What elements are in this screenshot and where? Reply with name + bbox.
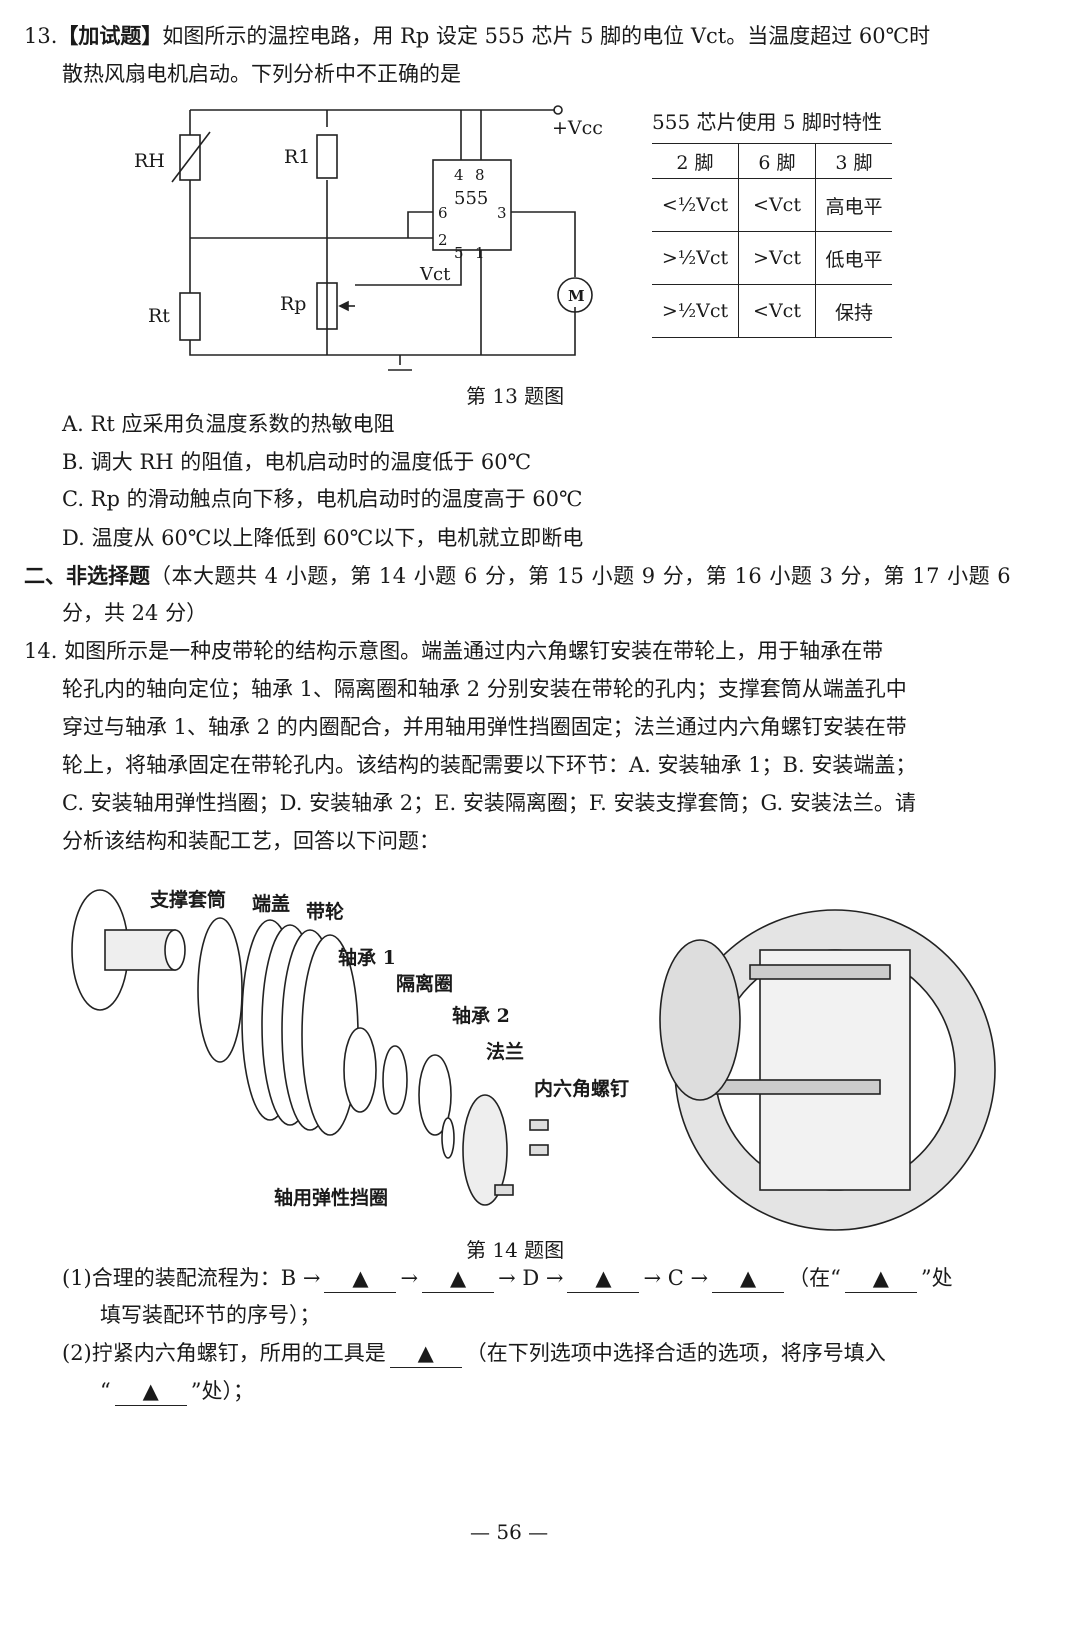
q13-line1: 13.【加试题】如图所示的温控电路，用 Rp 设定 555 芯片 5 脚的电位 … xyxy=(24,23,931,48)
sub-question-1: (1)合理的装配流程为：B →▲→▲→ D →▲→ C →▲（在“▲”处 xyxy=(62,1264,953,1293)
pin-label: 6 xyxy=(438,204,448,222)
answer-blank[interactable]: ▲ xyxy=(567,1264,640,1293)
table-cell: >½Vct xyxy=(652,284,739,338)
rp-label: Rp xyxy=(280,293,306,315)
pin-label: 2 xyxy=(438,231,448,249)
option-b: B. 调大 RH 的阻值，电机启动时的温度低于 60℃ xyxy=(62,450,532,474)
label-support-sleeve: 支撑套筒 xyxy=(149,888,226,911)
table-cell: 高电平 xyxy=(815,178,892,232)
option-c: C. Rp 的滑动触点向下移，电机启动时的温度高于 60℃ xyxy=(62,487,583,511)
vcc-label: +Vcc xyxy=(552,117,603,139)
table-cell: 保持 xyxy=(815,284,892,338)
page-number: — 56 — xyxy=(470,1520,549,1544)
label-flange: 法兰 xyxy=(486,1040,524,1063)
label-pulley: 带轮 xyxy=(306,900,344,923)
table-cell: <½Vct xyxy=(652,178,739,232)
label-bearing-2: 轴承 2 xyxy=(452,1004,510,1027)
answer-blank[interactable]: ▲ xyxy=(324,1264,397,1293)
table-cell: >Vct xyxy=(738,231,816,285)
table-cell: <Vct xyxy=(738,284,816,338)
sub-question-1-line2: 填写装配环节的序号）； xyxy=(100,1303,321,1327)
blank-example: ▲ xyxy=(114,1377,187,1406)
label-end-cap: 端盖 xyxy=(252,892,290,915)
section2-heading: 二、非选择题（本大题共 4 小题，第 14 小题 6 分，第 15 小题 9 分… xyxy=(24,563,1012,588)
vct-label: Vct xyxy=(419,264,451,285)
figure13-caption: 第 13 题图 xyxy=(466,384,565,408)
pin-label: 8 xyxy=(475,166,485,184)
pin-label: 1 xyxy=(475,244,485,262)
sub-question-2-line2: “▲”处）； xyxy=(100,1377,254,1406)
pin-label: 3 xyxy=(497,204,507,222)
q14-line: 轮孔内的轴向定位；轴承 1、隔离圈和轴承 2 分别安装在带轮的孔内；支撑套筒从端… xyxy=(62,677,907,701)
section2-line2: 分，共 24 分） xyxy=(62,601,208,625)
table-cell: 低电平 xyxy=(815,231,892,285)
q13-line2: 散热风扇电机启动。下列分析中不正确的是 xyxy=(62,62,461,86)
chip-label: 555 xyxy=(454,188,488,209)
q14-line: 14. 如图所示是一种皮带轮的结构示意图。端盖通过内六角螺钉安装在带轮上，用于轴… xyxy=(24,639,884,663)
table-cell: <Vct xyxy=(738,178,816,232)
sub-question-2: (2)拧紧内六角螺钉，所用的工具是▲（在下列选项中选择合适的选项，将序号填入 xyxy=(62,1339,886,1368)
pin-label: 5 xyxy=(454,244,464,262)
rh-label: RH xyxy=(134,150,165,172)
circuit-diagram: RH R1 Rt Rp +Vcc 555 4 8 6 2 3 5 1 Vct M xyxy=(134,105,603,371)
table-header: 2 脚 xyxy=(652,143,739,179)
table-header: 6 脚 xyxy=(738,143,816,179)
table-cell: >½Vct xyxy=(652,231,739,285)
answer-blank[interactable]: ▲ xyxy=(422,1264,495,1293)
q14-line: 轮上，将轴承固定在带轮孔内。该结构的装配需要以下环节：A. 安装轴承 1；B. … xyxy=(62,753,917,777)
option-d: D. 温度从 60℃以上降低到 60℃以下，电机就立即断电 xyxy=(62,526,584,550)
answer-blank[interactable]: ▲ xyxy=(712,1264,785,1293)
figure14-caption: 第 14 题图 xyxy=(466,1238,565,1262)
label-hex-screw: 内六角螺钉 xyxy=(534,1077,629,1100)
q14-line: 分析该结构和装配工艺，回答以下问题： xyxy=(62,829,440,853)
label-spacer: 隔离圈 xyxy=(396,972,453,995)
motor-icon: M xyxy=(568,287,585,305)
table-title: 555 芯片使用 5 脚时特性 xyxy=(652,110,882,134)
r1-label: R1 xyxy=(284,146,310,168)
rt-label: Rt xyxy=(148,305,170,327)
answer-blank[interactable]: ▲ xyxy=(389,1339,462,1368)
label-circlip: 轴用弹性挡圈 xyxy=(274,1186,388,1209)
pulley-figure: 支撑套筒 端盖 带轮 轴承 1 隔离圈 轴承 2 法兰 内六角螺钉 轴用弹性挡圈 xyxy=(71,888,996,1231)
q14-line: 穿过与轴承 1、轴承 2 的内圈配合，并用轴用弹性挡圈固定；法兰通过内六角螺钉安… xyxy=(62,715,907,739)
option-a: A. Rt 应采用负温度系数的热敏电阻 xyxy=(62,412,395,436)
q14-line: C. 安装轴用弹性挡圈；D. 安装轴承 2；E. 安装隔离圈；F. 安装支撑套筒… xyxy=(62,791,916,815)
table-header: 3 脚 xyxy=(815,143,892,179)
label-bearing-1: 轴承 1 xyxy=(338,946,396,969)
pin-label: 4 xyxy=(454,166,464,184)
blank-example: ▲ xyxy=(844,1264,917,1293)
